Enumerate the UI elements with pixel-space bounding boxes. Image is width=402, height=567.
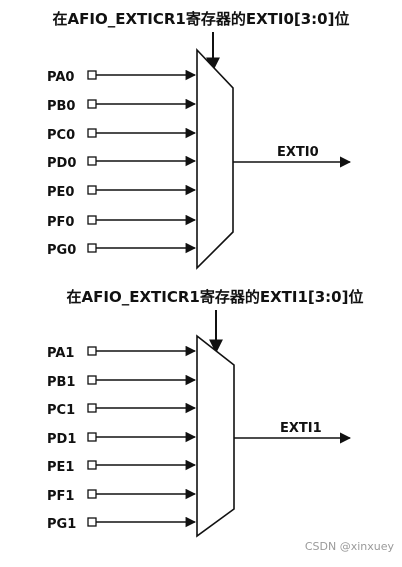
mux-block-2: 在AFIO_EXTICR1寄存器的EXTI1[3:0]位 EXTI1 PA1 P… <box>47 288 364 538</box>
pin-label: PE1 <box>47 460 74 475</box>
pin-terminal <box>87 517 97 527</box>
mux-2-input-pd1: PD1 <box>47 431 197 447</box>
pin-label: PD1 <box>47 432 76 447</box>
pin-terminal <box>87 346 97 356</box>
mux-2-input-pb1: PB1 <box>47 374 197 390</box>
mux-2-control-label: 在AFIO_EXTICR1寄存器的EXTI1[3:0]位 <box>67 288 364 306</box>
pin-terminal <box>87 185 97 195</box>
mux-2-input-pa1: PA1 <box>47 345 197 361</box>
mux-1-output-label: EXTI0 <box>277 145 319 160</box>
mux-2-input-pf1: PF1 <box>47 488 197 504</box>
mux-block-1: 在AFIO_EXTICR1寄存器的EXTI0[3:0]位 EXTI0 PA0 P… <box>47 10 352 270</box>
watermark-text: CSDN @xinxuey <box>305 540 395 553</box>
pin-terminal <box>87 70 97 80</box>
pin-terminal <box>87 403 97 413</box>
pin-label: PE0 <box>47 185 74 200</box>
pin-terminal <box>87 375 97 385</box>
mux-1-input-pb0: PB0 <box>47 98 197 114</box>
pin-label: PA1 <box>47 346 74 361</box>
pin-label: PF0 <box>47 215 74 230</box>
pin-label: PG1 <box>47 517 76 532</box>
pin-terminal <box>87 460 97 470</box>
pin-label: PA0 <box>47 70 74 85</box>
pin-label: PB1 <box>47 375 75 390</box>
pin-terminal <box>87 215 97 225</box>
pin-terminal <box>87 156 97 166</box>
mux-1-input-pc0: PC0 <box>47 127 197 143</box>
pin-label: PB0 <box>47 99 75 114</box>
pin-label: PC0 <box>47 128 75 143</box>
pin-terminal <box>87 432 97 442</box>
pin-terminal <box>87 128 97 138</box>
mux-1-control-label: 在AFIO_EXTICR1寄存器的EXTI0[3:0]位 <box>53 10 350 28</box>
mux-1-input-pg0: PG0 <box>47 242 197 258</box>
mux-2-trapezoid <box>196 334 235 538</box>
pin-label: PG0 <box>47 243 76 258</box>
mux-1-input-pd0: PD0 <box>47 155 197 171</box>
mux-1-input-pa0: PA0 <box>47 69 197 85</box>
mux-2-input-pg1: PG1 <box>47 516 197 532</box>
mux-2-output-label: EXTI1 <box>280 421 322 436</box>
mux-2-input-pc1: PC1 <box>47 402 197 418</box>
mux-1-input-pf0: PF0 <box>47 214 197 230</box>
pin-label: PF1 <box>47 489 74 504</box>
pin-terminal <box>87 489 97 499</box>
pin-label: PC1 <box>47 403 75 418</box>
pin-terminal <box>87 243 97 253</box>
pin-label: PD0 <box>47 156 76 171</box>
pin-terminal <box>87 99 97 109</box>
mux-2-input-pe1: PE1 <box>47 459 197 475</box>
mux-1-trapezoid <box>196 47 234 270</box>
mux-1-input-pe0: PE0 <box>47 184 197 200</box>
